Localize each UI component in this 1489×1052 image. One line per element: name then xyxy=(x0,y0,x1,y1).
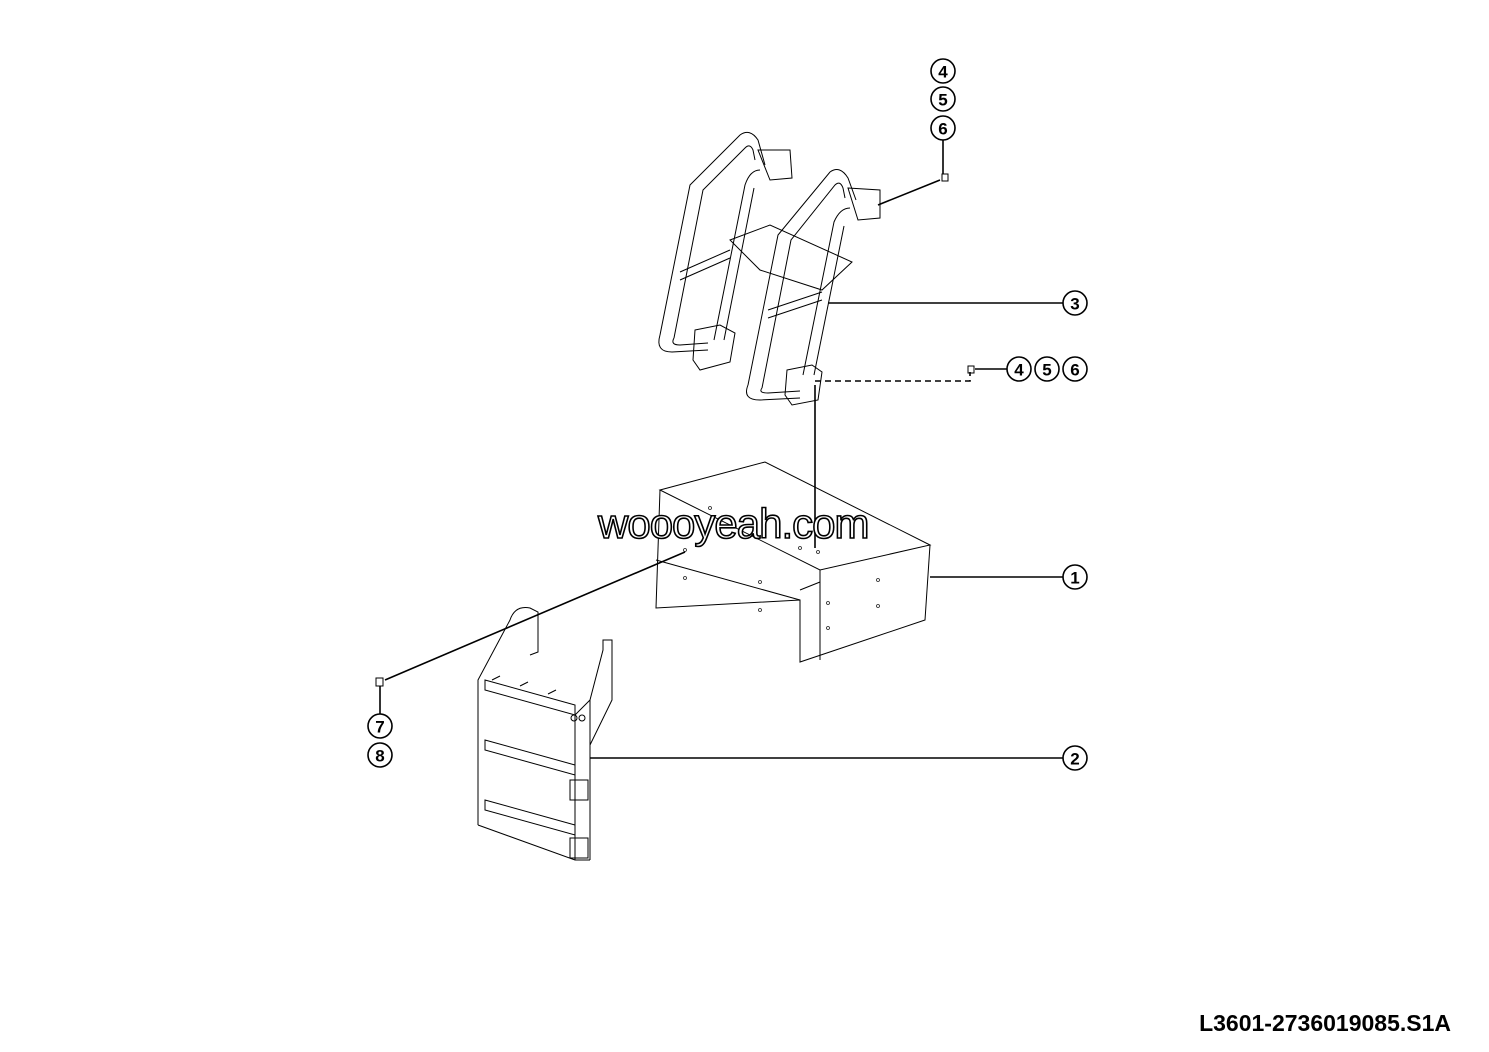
watermark: woooyeah.com xyxy=(597,499,870,548)
callout-circle xyxy=(1006,356,1032,382)
battery-box xyxy=(655,461,932,663)
step-ladder xyxy=(477,607,613,861)
callout-circle xyxy=(930,58,956,84)
callout-number: 5 xyxy=(938,91,947,110)
callout-circle xyxy=(367,713,393,739)
callout-number: 1 xyxy=(1070,569,1079,588)
callout-circle xyxy=(1062,290,1088,316)
callout-number: 8 xyxy=(375,747,384,766)
callout-circle xyxy=(930,86,956,112)
callout-bolt: 5 xyxy=(930,86,956,112)
callout-circle xyxy=(367,742,393,768)
callout-number: 4 xyxy=(1014,361,1024,380)
callout-circle xyxy=(1062,356,1088,382)
drawing-number: L3601-2736019085.S1A xyxy=(1199,1010,1451,1036)
callout-number: 6 xyxy=(938,120,947,139)
callout-circle xyxy=(930,115,956,141)
callout-step-bolt: 8 xyxy=(367,742,393,768)
leader-lines xyxy=(379,140,1063,759)
callout-bolt: 6 xyxy=(930,115,956,141)
callout-circle xyxy=(1062,564,1088,590)
callout-circle xyxy=(1062,745,1088,771)
bolt-icon xyxy=(375,173,975,687)
callout-number: 4 xyxy=(938,63,948,82)
callout-battery-box: 1 xyxy=(1062,564,1088,590)
callout-bolt-lower: 4 xyxy=(1006,356,1032,382)
callout-number: 6 xyxy=(1070,361,1079,380)
callout-number: 5 xyxy=(1042,361,1051,380)
callout-number: 3 xyxy=(1070,295,1079,314)
callout-step-bolt: 7 xyxy=(367,713,393,739)
callout-bolt-lower: 5 xyxy=(1034,356,1060,382)
callout-number: 7 xyxy=(375,718,384,737)
callout-bolt: 4 xyxy=(930,58,956,84)
callout-handrail: 3 xyxy=(1062,290,1088,316)
callout-bolt-lower: 6 xyxy=(1062,356,1088,382)
callout-circle xyxy=(1034,356,1060,382)
callout-number: 2 xyxy=(1070,750,1079,769)
handrail-assembly xyxy=(658,131,881,406)
callout-step-ladder: 2 xyxy=(1062,745,1088,771)
